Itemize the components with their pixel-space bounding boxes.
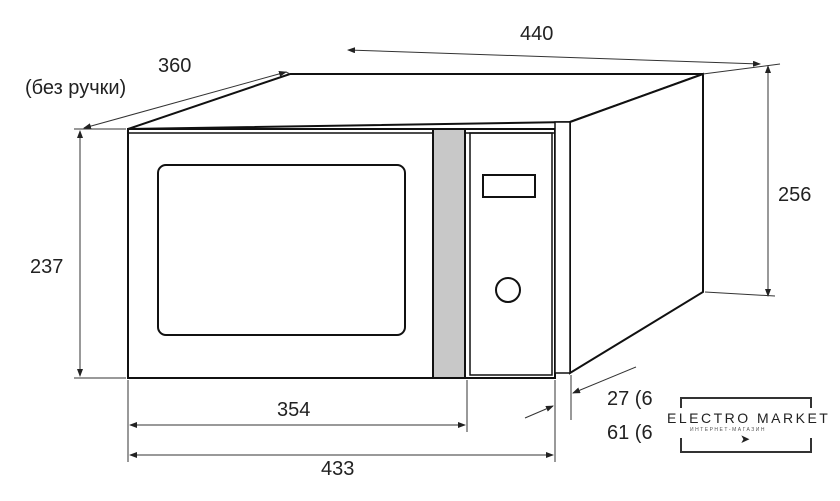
- front-edge: [554, 121, 571, 374]
- front-face: [127, 128, 556, 379]
- control-panel: [469, 132, 553, 376]
- door-strip: [432, 128, 466, 379]
- logo-subtitle: ИНТЕРНЕТ-МАГАЗИН: [690, 427, 766, 433]
- front-width-label: 433: [321, 458, 355, 480]
- handle-depth-1: 27 (6: [607, 388, 653, 410]
- handle-depth-2: 61 (6: [607, 422, 653, 444]
- knob: [495, 277, 521, 303]
- height-right-label: 256: [778, 184, 812, 206]
- right-face: [569, 72, 704, 375]
- depth-note: (без ручки): [25, 77, 127, 99]
- door-width-label: 354: [277, 399, 311, 421]
- door-window: [157, 164, 406, 336]
- logo-title: ELECTRO MARKET: [667, 410, 831, 426]
- width-top-label: 440: [520, 23, 554, 45]
- cursor-icon: ➤: [740, 432, 751, 446]
- height-front-label: 237: [30, 256, 64, 278]
- depth-label: 360: [158, 55, 192, 77]
- display: [482, 174, 536, 198]
